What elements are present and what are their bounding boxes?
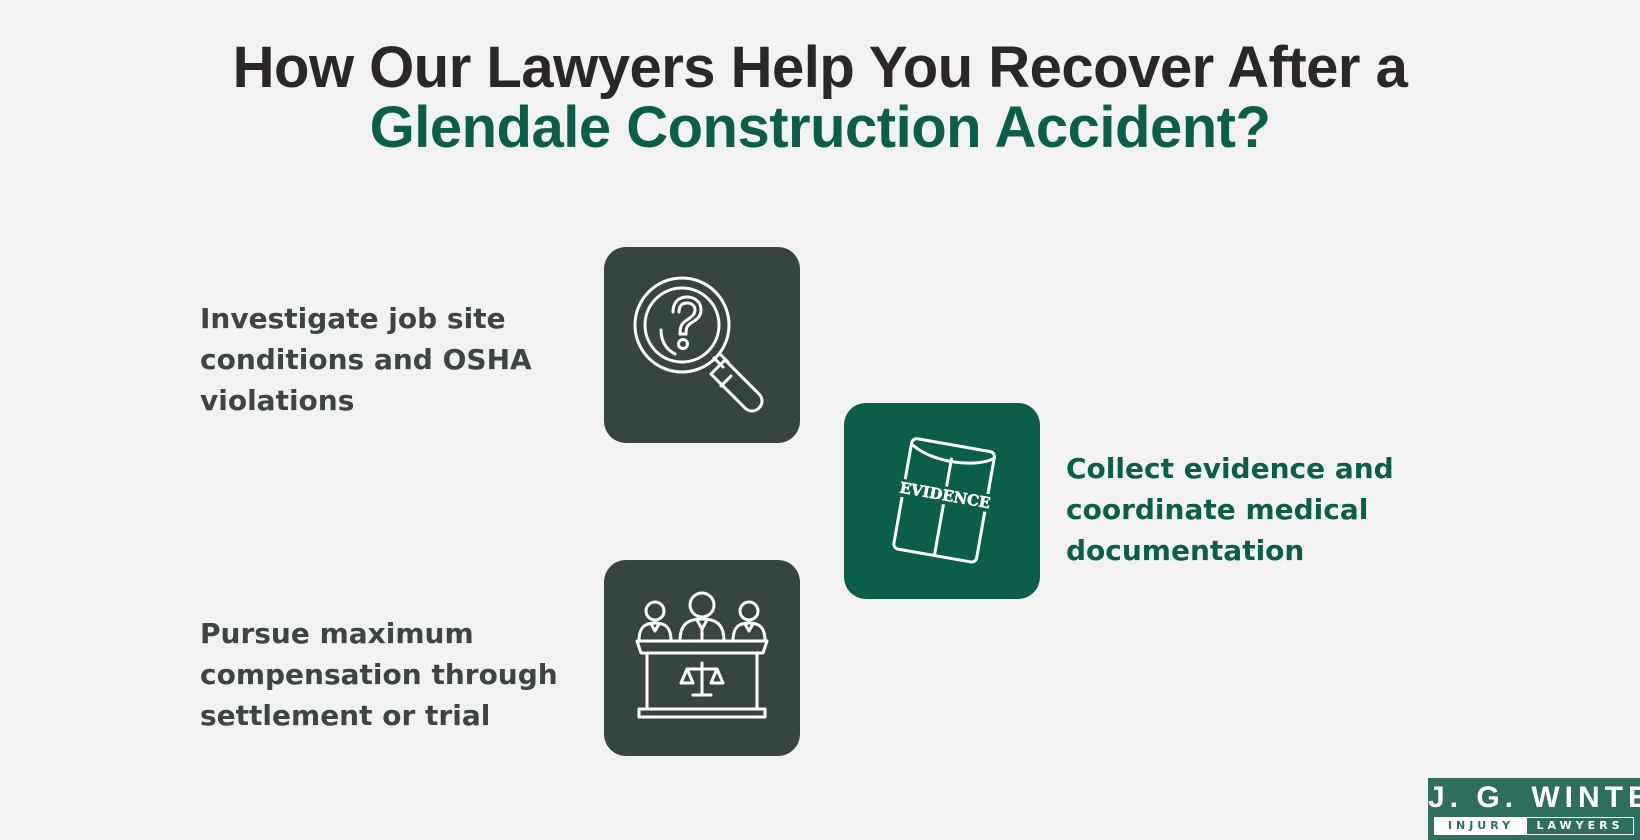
evidence-envelope-icon: EVIDENCE [892, 437, 996, 564]
title-line-1: How Our Lawyers Help You Recover After a [232, 35, 1408, 100]
step-compensation-tile [604, 560, 800, 756]
logo-lawyers: LAWYERS [1536, 819, 1624, 832]
logo-name: J. G. WINTER [1428, 781, 1640, 814]
step-evidence-text: Collect evidence and coordinate medical … [1066, 452, 1394, 567]
title-line-2: Glendale Construction Accident? [369, 95, 1271, 160]
jg-winter-logo: J. G. WINTER INJURY LAWYERS [1428, 778, 1640, 840]
step-compensation-text: Pursue maximum compensation through sett… [200, 617, 558, 732]
step-investigate-tile [604, 247, 800, 443]
logo-injury: INJURY [1435, 818, 1527, 834]
step-evidence-tile: EVIDENCE [844, 403, 1040, 599]
logo-subtitle-box: INJURY LAWYERS [1434, 817, 1634, 835]
step-investigate-text: Investigate job site conditions and OSHA… [200, 302, 532, 417]
courtroom-judges-icon [635, 591, 769, 719]
magnifier-question-icon [633, 276, 764, 413]
evidence-label: EVIDENCE [898, 479, 991, 513]
page-title: How Our Lawyers Help You Recover After a… [0, 38, 1640, 158]
